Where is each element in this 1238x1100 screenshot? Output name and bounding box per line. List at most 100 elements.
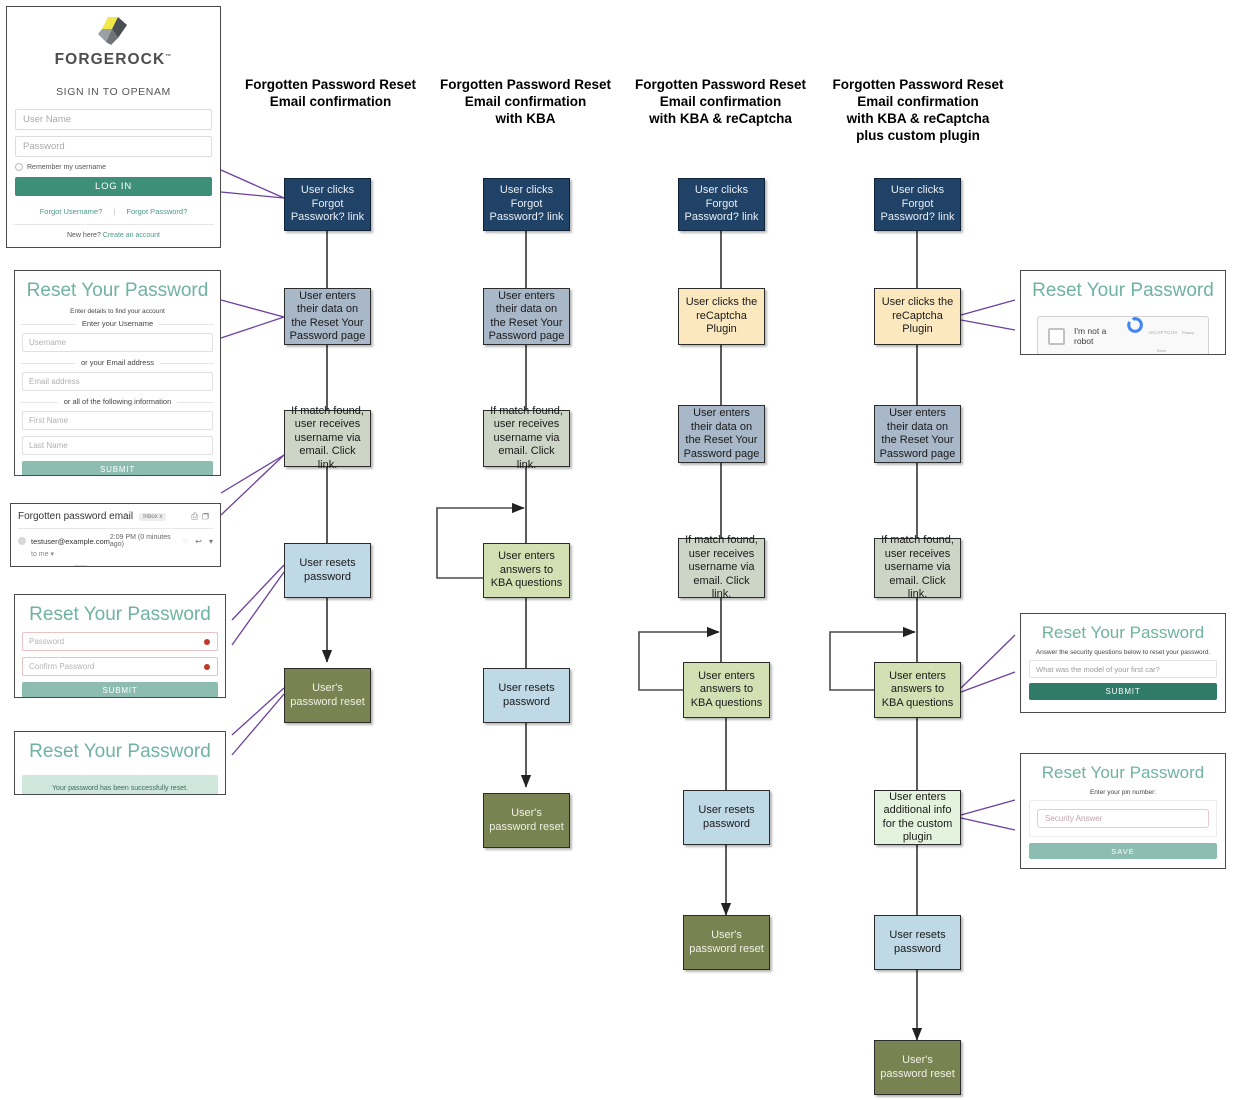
email-header: Forgotten password email Inbox x ⎙❐ [11,504,220,525]
flow-node[interactable]: User clicks Forgot Password? link [678,178,765,231]
kba-question-input[interactable]: What was the model of your first car? [1029,660,1217,678]
forgerock-wordmark: FORGEROCK™ [54,51,173,68]
create-account-link[interactable]: Create an account [102,232,160,239]
column-header-line: Email confirmation [464,94,587,109]
kba-screenshot-panel: Reset Your Password Answer the security … [1020,613,1226,713]
new-password-input[interactable]: Password [22,632,218,651]
email-sender: testuser@example.com [31,536,110,546]
forgot-username-link[interactable]: Forgot Username? [39,207,103,216]
flow-node[interactable]: If match found, user receives username v… [483,405,570,471]
flow-node[interactable]: User's password reset [874,1040,961,1095]
flow-node[interactable]: If match found, user receives username v… [284,405,371,471]
reset-password-link[interactable]: link [73,565,87,566]
remember-username-row[interactable]: Remember my username [15,163,212,171]
plugin-save-button[interactable]: SAVE [1029,843,1217,859]
column-header-line: with KBA & reCaptcha [846,111,990,126]
username-input[interactable]: User Name [15,109,212,130]
popout-icon[interactable]: ❐ [202,511,213,521]
flow-node[interactable]: User resets password [483,668,570,723]
recaptcha-title: Reset Your Password [1032,280,1214,301]
recaptcha-logo-icon [1126,315,1148,338]
email-divider: or your Email address [21,358,214,367]
remember-checkbox-icon[interactable] [15,163,23,171]
reset-email-input[interactable]: Email address [22,372,213,391]
login-screenshot-panel: FORGEROCK™ SIGN IN TO OPENAM User Name P… [6,6,221,248]
column-header-line: with KBA [495,111,556,126]
email-header-icons[interactable]: ⎙❐ [191,511,213,522]
success-title: Reset Your Password [29,741,211,762]
recaptcha-brand-text: reCAPTCHA [1148,329,1178,335]
new-here-label: New here? [66,232,101,239]
confirm-password-input[interactable]: Confirm Password [22,657,218,676]
password-input[interactable]: Password [15,136,212,157]
flow-node[interactable]: User enters their data on the Reset Your… [483,288,570,345]
success-screenshot-panel: Reset Your Password Your password has be… [14,731,226,795]
success-message: Your password has been successfully rese… [22,775,218,794]
all-info-divider: or all of the following information [21,397,214,406]
flow-node[interactable]: If match found, user receives username v… [874,534,961,600]
email-subject: Forgotten password email [18,511,134,522]
kba-subtitle: Answer the security questions below to r… [1035,649,1211,656]
chevron-down-icon[interactable]: ▾ [50,551,54,558]
reset-find-screenshot-panel: Reset Your Password Enter details to fin… [14,270,221,476]
new-password-submit-button[interactable]: SUBMIT [22,682,218,697]
flow-node[interactable]: User enters their data on the Reset Your… [284,288,371,345]
star-icon[interactable]: ☆ [182,538,189,545]
column-header-line: Forgotten Password Reset [439,77,612,92]
flow-node[interactable]: User clicks Forgot Password? link [483,178,570,231]
flow-node[interactable]: User resets password [284,543,371,598]
flow-node[interactable]: User enters their data on the Reset Your… [874,405,961,463]
forgot-password-link[interactable]: Forgot Password? [126,207,188,216]
print-icon[interactable]: ⎙ [190,511,203,521]
flow-node[interactable]: User enters answers to KBA questions [874,662,961,718]
email-sender-row: testuser@example.com 2:09 PM (0 minutes … [11,529,220,548]
reset-lastname-input[interactable]: Last Name [22,436,213,455]
reply-icon[interactable]: ↩ [195,536,202,546]
flow-node[interactable]: User clicks the reCaptcha Plugin [874,288,961,345]
column-header-line: Forgotten Password Reset [634,77,807,92]
new-password-title: Reset Your Password [29,604,211,625]
avatar [18,537,26,545]
kba-title: Reset Your Password [1041,623,1205,642]
reset-firstname-input[interactable]: First Name [22,411,213,430]
signin-heading: SIGN IN TO OPENAM [56,86,171,98]
column-header-line: Forgotten Password Reset [832,77,1004,92]
email-divider [18,528,213,529]
error-icon [204,638,210,645]
login-button[interactable]: LOG IN [15,177,212,196]
link-separator: | [113,207,116,216]
column-header-line: Email confirmation [269,94,392,109]
email-recipient[interactable]: to me ▾ [31,551,54,558]
new-password-screenshot-panel: Reset Your Password Password Confirm Pas… [14,594,226,698]
column-header-line: with KBA & reCaptcha [649,111,792,126]
flow-node[interactable]: User resets password [874,915,961,970]
flow-node[interactable]: User clicks Forgot Password? link [874,178,961,231]
flow-node[interactable]: User enters additional info for the cust… [874,790,961,845]
recaptcha-checkbox[interactable] [1048,327,1065,345]
recaptcha-label: I'm not a robot [1074,326,1107,346]
security-answer-input[interactable]: Security Answer [1037,809,1209,828]
email-timestamp: 2:09 PM (0 minutes ago) [109,534,171,548]
flow-node[interactable]: User enters answers to KBA questions [483,543,570,598]
flow-node[interactable]: User's password reset [483,793,570,848]
flow-node[interactable]: If match found, user receives username v… [678,534,765,600]
recaptcha-widget[interactable]: I'm not a robot reCAPTCHA Privacy - Term… [1037,315,1209,354]
flow-node[interactable]: User's password reset [683,915,770,970]
flow-node[interactable]: User resets password [683,790,770,845]
email-label-badge: Inbox x [139,512,167,521]
divider [13,224,214,225]
reset-username-input[interactable]: Username [22,333,213,352]
reset-submit-button[interactable]: SUBMIT [22,461,213,475]
plugin-screenshot-panel: Reset Your Password Enter your pin numbe… [1020,753,1226,869]
username-divider: Enter your Username [21,319,214,328]
kba-submit-button[interactable]: SUBMIT [1029,683,1217,700]
flow-node[interactable]: User clicks the reCaptcha Plugin [678,288,765,345]
email-body: Click on this link to reset your passwor… [11,558,220,566]
flow-node[interactable]: User enters answers to KBA questions [683,662,770,718]
flow-node[interactable]: User enters their data on the Reset Your… [678,405,765,463]
more-options-icon[interactable]: ▾ [208,536,213,546]
plugin-subtitle: Enter your pin number: [1089,789,1157,796]
flow-node[interactable]: User's password reset [284,668,371,723]
flow-node[interactable]: User clicks Forgot Passwork? link [284,178,371,231]
